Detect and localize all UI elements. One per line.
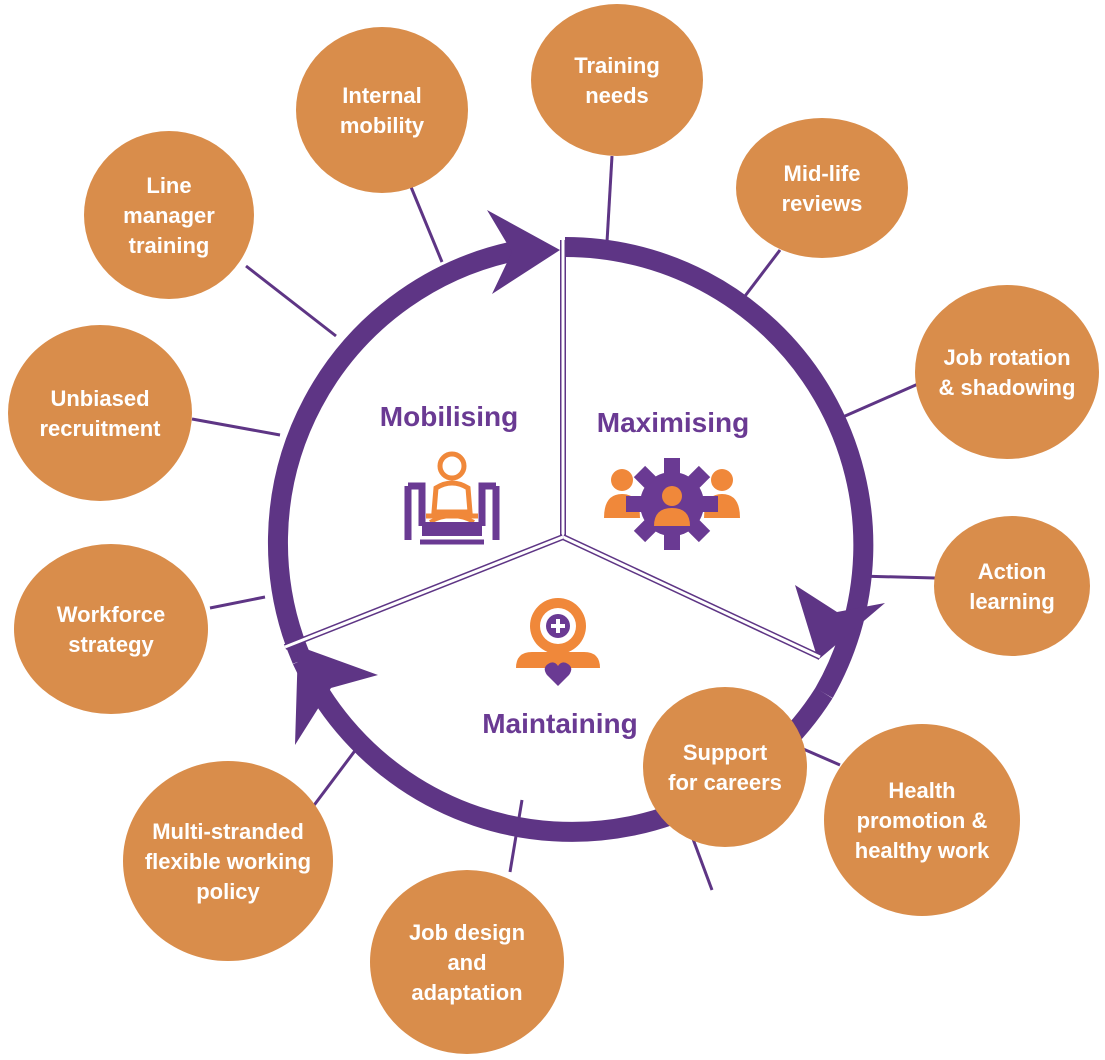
node-bubble: [824, 724, 1020, 916]
node-line-manager-training: Line manager training: [84, 131, 254, 299]
node-label-line: for careers: [668, 770, 782, 795]
arrowhead-left: [295, 646, 378, 745]
node-label-line: flexible working: [145, 849, 311, 874]
sector-label-mobilising: Mobilising: [380, 401, 518, 432]
node-bubble: [370, 870, 564, 1054]
node-label-line: policy: [196, 879, 260, 904]
node-label-line: healthy work: [855, 838, 990, 863]
node-label-line: adaptation: [411, 980, 522, 1005]
node-label-line: Action: [978, 559, 1046, 584]
connector-flexible-working: [310, 747, 359, 809]
node-label-line: and: [447, 950, 486, 975]
divider-left-inner: [284, 535, 564, 649]
node-label-line: & shadowing: [939, 375, 1076, 400]
connector-training-needs: [605, 155, 614, 243]
node-action-learning: Action learning: [934, 516, 1090, 656]
node-label-line: recruitment: [39, 416, 161, 441]
node-support-careers: Support for careers: [643, 687, 807, 847]
node-label-line: promotion &: [857, 808, 988, 833]
node-label-line: Unbiased: [50, 386, 149, 411]
node-label-line: needs: [585, 83, 649, 108]
node-label-line: Internal: [342, 83, 421, 108]
node-label-line: training: [129, 233, 210, 258]
node-health-promotion: Health promotion & healthy work: [824, 724, 1020, 916]
node-bubble: [8, 325, 192, 501]
divider-right-inner: [562, 535, 821, 659]
node-bubble: [14, 544, 208, 714]
connector-mid-life-reviews: [740, 249, 782, 301]
node-label-line: strategy: [68, 632, 154, 657]
node-training-needs: Training needs: [531, 4, 703, 156]
node-label-line: manager: [123, 203, 215, 228]
node-bubble: [123, 761, 333, 961]
node-label-line: mobility: [340, 113, 425, 138]
node-label-line: Health: [888, 778, 955, 803]
connector-unbiased-recruitment: [191, 417, 281, 437]
node-bubble: [84, 131, 254, 299]
node-label-line: Line: [146, 173, 191, 198]
sector-label-maximising: Maximising: [597, 407, 749, 438]
node-bubble: [736, 118, 908, 258]
node-bubble: [296, 27, 468, 193]
node-bubble: [531, 4, 703, 156]
node-label-line: Training: [574, 53, 660, 78]
node-mid-life-reviews: Mid-life reviews: [736, 118, 908, 258]
node-flexible-working: Multi-stranded flexible working policy: [123, 761, 333, 961]
node-bubble: [915, 285, 1099, 459]
connector-workforce-strategy: [209, 595, 266, 610]
node-unbiased-recruitment: Unbiased recruitment: [8, 325, 192, 501]
connector-line-manager-training: [245, 264, 337, 338]
ring-arc-mobilising: [267, 240, 522, 664]
sector-dividers: [283, 240, 822, 660]
sector-label-maintaining: Maintaining: [482, 708, 638, 739]
node-job-design: Job design and adaptation: [370, 870, 564, 1054]
node-label-line: Multi-stranded: [152, 819, 304, 844]
node-bubble: [934, 516, 1090, 656]
arrowhead-top: [487, 210, 560, 294]
node-internal-mobility: Internal mobility: [296, 27, 468, 193]
node-bubble: [643, 687, 807, 847]
team-gear-icon: [604, 458, 740, 550]
node-label-line: Workforce: [57, 602, 165, 627]
node-label-line: Mid-life: [784, 161, 861, 186]
arrowhead-right: [795, 585, 885, 660]
node-job-rotation: Job rotation & shadowing: [915, 285, 1099, 459]
ring-arc-maximising: [564, 236, 874, 698]
person-on-seat-icon: [404, 451, 500, 545]
node-label-line: learning: [969, 589, 1055, 614]
connector-job-rotation: [835, 382, 919, 422]
node-workforce-strategy: Workforce strategy: [14, 544, 208, 714]
node-label-line: reviews: [782, 191, 863, 216]
node-label-line: Support: [683, 740, 768, 765]
node-label-line: Job design: [409, 920, 525, 945]
node-label-line: Job rotation: [943, 345, 1070, 370]
health-person-icon: [516, 598, 600, 686]
